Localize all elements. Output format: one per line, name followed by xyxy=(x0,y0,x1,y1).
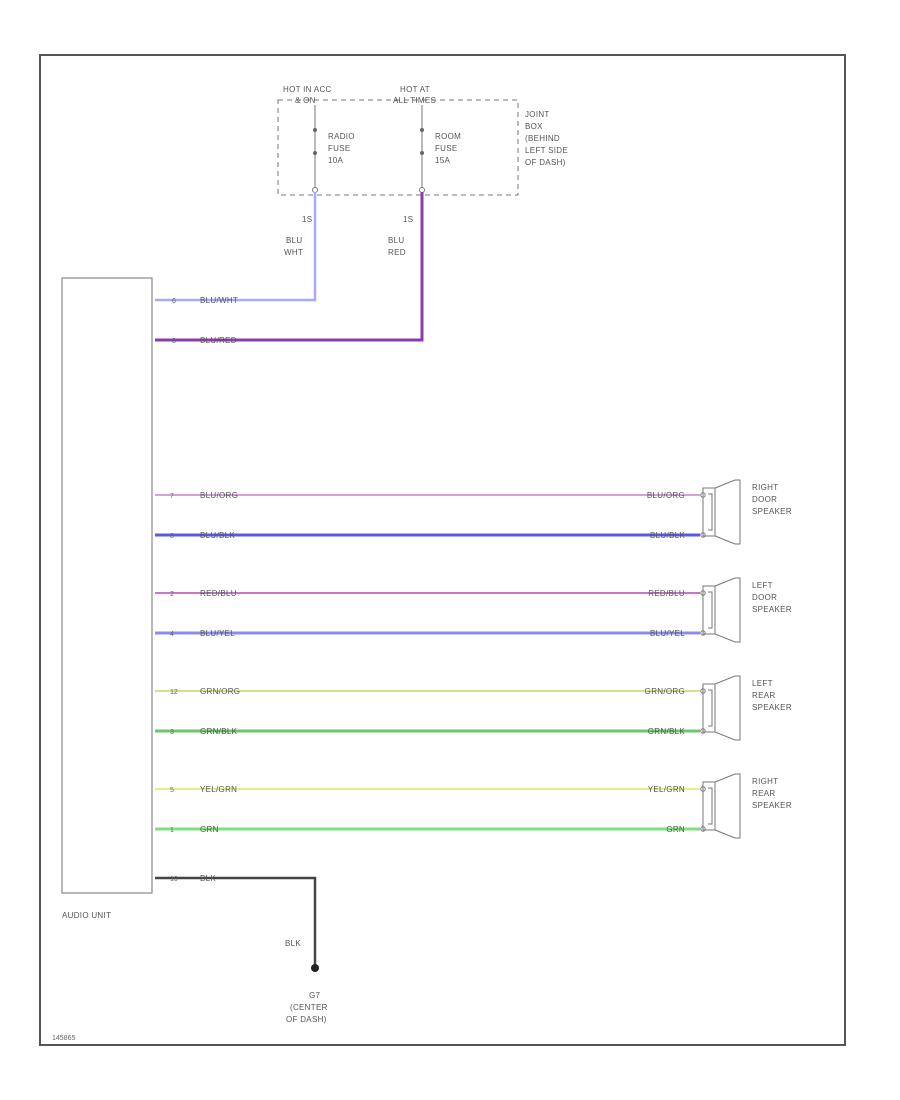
unit-pin: 4 xyxy=(170,631,174,638)
joint-box-label-1: JOINT xyxy=(525,110,550,119)
feed-1-color-1: BLU xyxy=(286,236,302,245)
unit-pin: 3 xyxy=(170,729,174,736)
speaker-end-wire-label: YEL/GRN xyxy=(648,785,685,794)
unit-pin: 12 xyxy=(170,689,178,696)
speaker-name-line: SPEAKER xyxy=(752,507,792,516)
feed-2-color-1: BLU xyxy=(388,236,404,245)
speaker-end-wire-label: GRN/ORG xyxy=(645,687,685,696)
unit-pin: 2 xyxy=(170,591,174,598)
feed-wire-blu-wht xyxy=(155,192,317,302)
speaker-end-wire-label: GRN/BLK xyxy=(648,727,686,736)
radio-fuse-label-3: 10A xyxy=(328,156,343,165)
speaker-name-line: DOOR xyxy=(752,495,777,504)
unit-wire-label: GRN/ORG xyxy=(200,687,240,696)
diagram-frame xyxy=(39,54,846,1046)
speaker-end-wire-label: BLU/BLK xyxy=(650,531,685,540)
joint-box-label-3: (BEHIND xyxy=(525,134,560,143)
ground-wire xyxy=(155,876,317,968)
room-hot-label-2: ALL TIMES xyxy=(393,96,436,105)
speaker-name-line: RIGHT xyxy=(752,777,778,786)
unit-pin: 8 xyxy=(170,533,174,540)
unit-wire-label: YEL/GRN xyxy=(200,785,237,794)
radio-fuse-label-2: FUSE xyxy=(328,144,351,153)
radio-fuse xyxy=(312,105,318,193)
joint-box-label-5: OF DASH) xyxy=(525,158,566,167)
ground-name-2: (CENTER xyxy=(290,1003,328,1012)
audio-unit-label: AUDIO UNIT xyxy=(62,911,111,920)
speaker-name: RIGHT DOOR SPEAKER xyxy=(752,483,792,516)
speaker-name-line: REAR xyxy=(752,691,775,700)
speaker-name-line: SPEAKER xyxy=(752,703,792,712)
feed-1-color-2: WHT xyxy=(284,248,303,257)
speaker-name-line: REAR xyxy=(752,789,775,798)
room-fuse xyxy=(419,105,425,193)
room-fuse-label-3: 15A xyxy=(435,156,450,165)
unit-wire-label: GRN xyxy=(200,825,219,834)
speaker-name-line: LEFT xyxy=(752,679,773,688)
speaker-icon xyxy=(702,577,741,643)
radio-hot-label-1: HOT IN ACC xyxy=(283,85,332,94)
unit-wire-label: BLU/BLK xyxy=(200,531,235,540)
unit-pin: 5 xyxy=(170,787,174,794)
unit-pin-10: 10 xyxy=(170,876,178,883)
speaker-wires: 7 BLU/ORG BLU/ORG 8 BLU/BLK BLU/BLK RIGHT DOOR S… xyxy=(155,479,792,839)
unit-wire-label: BLU/YEL xyxy=(200,629,235,638)
feed-2-pin: 1S xyxy=(403,215,413,224)
speaker-icon xyxy=(702,773,741,839)
feed-2-color-2: RED xyxy=(388,248,406,257)
radio-fuse-label-1: RADIO xyxy=(328,132,355,141)
room-fuse-label-2: FUSE xyxy=(435,144,458,153)
ground-drop-label: BLK xyxy=(285,939,301,948)
speaker-end-wire-label: BLU/ORG xyxy=(647,491,685,500)
speaker-name: LEFT DOOR SPEAKER xyxy=(752,581,792,614)
joint-box-label-2: BOX xyxy=(525,122,543,131)
joint-box-label-4: LEFT SIDE xyxy=(525,146,568,155)
speaker-name-line: DOOR xyxy=(752,593,777,602)
svg-text:HOT IN ACC& ON: HOT IN ACC & ON xyxy=(283,85,332,105)
unit-pin: 1 xyxy=(170,827,174,834)
unit-pin-8: 8 xyxy=(172,338,176,345)
feed-1-pin: 1S xyxy=(302,215,312,224)
ground-point xyxy=(311,964,319,972)
figure-id: 145865 xyxy=(52,1035,75,1042)
unit-pin: 7 xyxy=(170,493,174,500)
ground-name-1: G7 xyxy=(309,991,321,1000)
ground-name-3: OF DASH) xyxy=(286,1015,327,1024)
unit-wire-label-blu-red: BLU/RED xyxy=(200,336,237,345)
speaker-name-line: RIGHT xyxy=(752,483,778,492)
unit-pin-6: 6 xyxy=(172,298,176,305)
radio-hot-label-2: & ON xyxy=(295,96,316,105)
unit-wire-label-blu-wht: BLU/WHT xyxy=(200,296,238,305)
unit-wire-label: BLU/ORG xyxy=(200,491,238,500)
speaker-icon xyxy=(702,479,741,545)
feed-wire-blu-red xyxy=(155,192,424,342)
room-fuse-label-1: ROOM xyxy=(435,132,461,141)
audio-unit-box xyxy=(61,277,153,894)
room-hot-label-1: HOT AT xyxy=(400,85,430,94)
speaker-icon xyxy=(702,675,741,741)
speaker-end-wire-label: GRN xyxy=(666,825,685,834)
unit-wire-label: RED/BLU xyxy=(200,589,237,598)
speaker-name-line: SPEAKER xyxy=(752,605,792,614)
unit-wire-label: GRN/BLK xyxy=(200,727,238,736)
speaker-name: RIGHT REAR SPEAKER xyxy=(752,777,792,810)
speaker-end-wire-label: BLU/YEL xyxy=(650,629,685,638)
speaker-end-wire-label: RED/BLU xyxy=(648,589,685,598)
ground-wire-label: BLK xyxy=(200,874,216,883)
speaker-name-line: SPEAKER xyxy=(752,801,792,810)
joint-box-outline xyxy=(277,99,519,196)
speaker-name-line: LEFT xyxy=(752,581,773,590)
speaker-name: LEFT REAR SPEAKER xyxy=(752,679,792,712)
